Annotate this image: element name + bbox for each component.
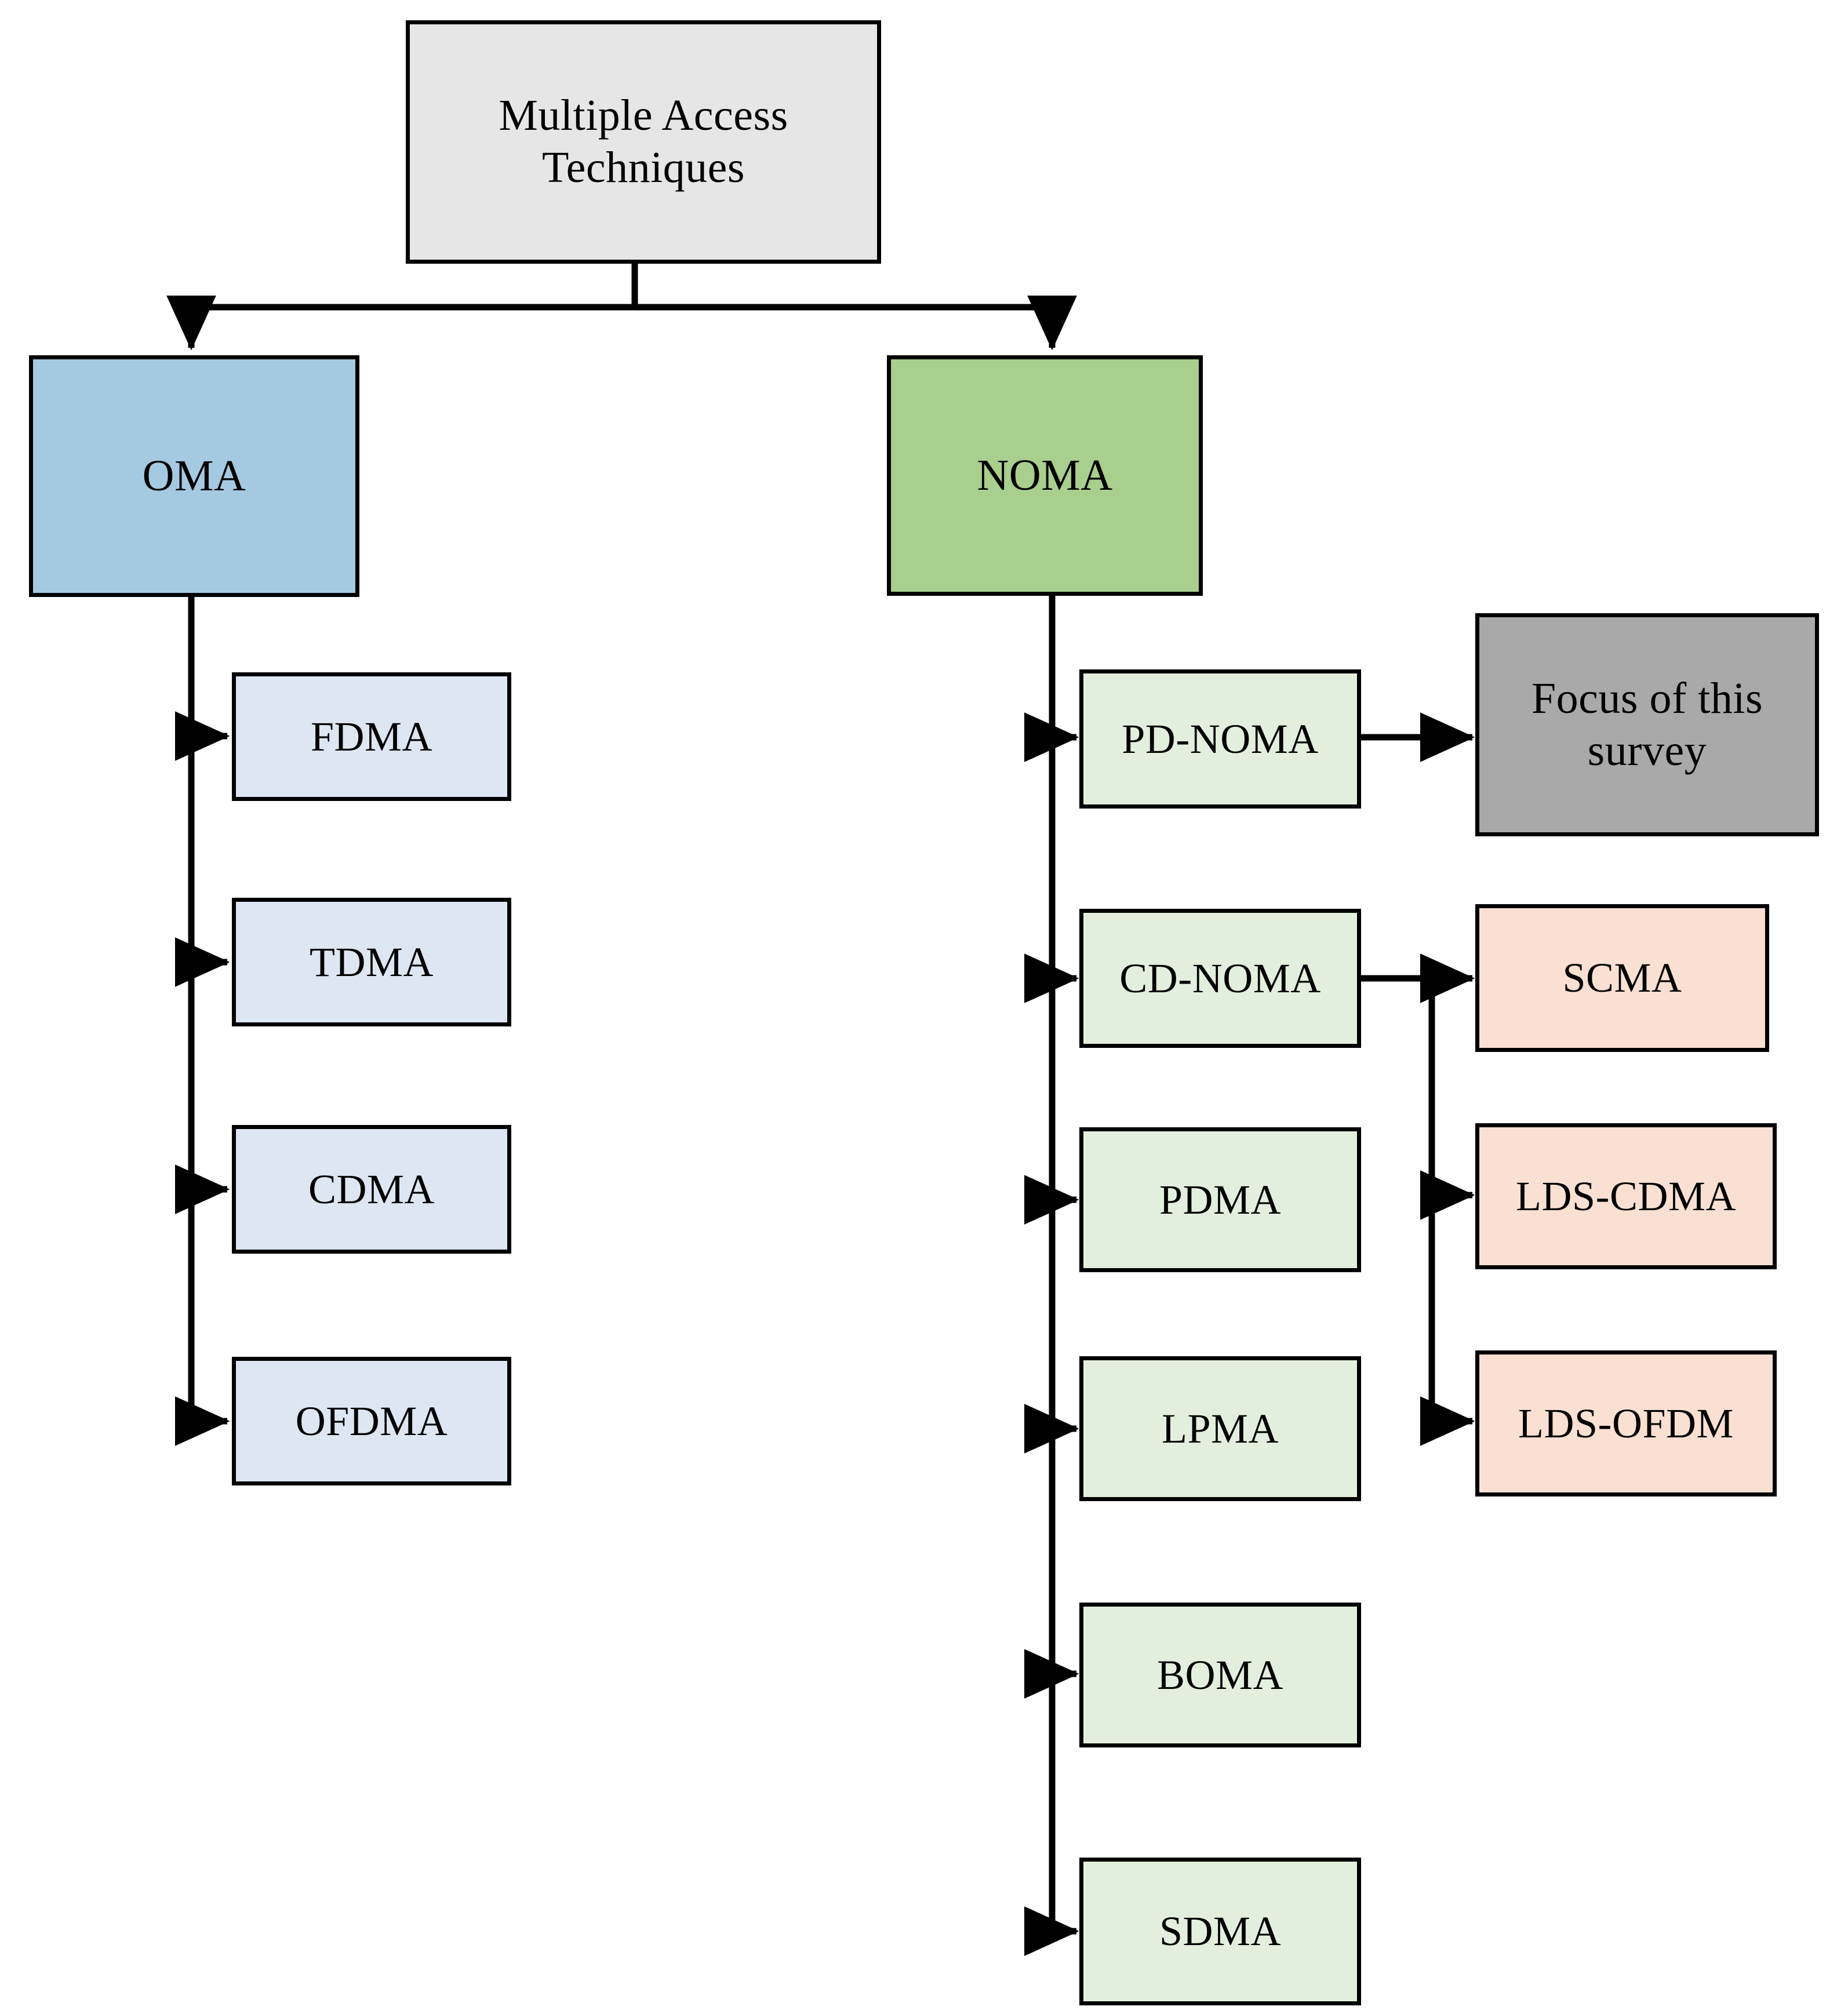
node-pd-noma[interactable]: PD-NOMA [1079,669,1361,809]
node-label: FDMA [310,713,433,760]
node-pdma[interactable]: PDMA [1079,1127,1361,1272]
node-label: LPMA [1161,1405,1279,1452]
node-label: BOMA [1156,1651,1284,1698]
node-oma[interactable]: OMA [29,355,359,597]
node-noma[interactable]: NOMA [887,355,1203,596]
node-lpma[interactable]: LPMA [1079,1356,1361,1501]
node-label: SDMA [1159,1908,1282,1955]
node-label: Multiple Access Techniques [499,91,788,192]
node-label: Focus of this survey [1531,673,1763,775]
node-sdma[interactable]: SDMA [1079,1858,1361,2005]
node-label: OMA [142,451,246,500]
node-label: PDMA [1159,1176,1282,1223]
node-cd-noma[interactable]: CD-NOMA [1079,909,1361,1048]
node-label: NOMA [977,450,1113,500]
node-boma[interactable]: BOMA [1079,1603,1361,1747]
node-fdma[interactable]: FDMA [232,672,511,801]
node-multiple-access-techniques[interactable]: Multiple Access Techniques [406,20,881,264]
node-label: LDS-OFDM [1518,1400,1734,1447]
node-label: CDMA [308,1166,435,1212]
node-label: LDS-CDMA [1515,1172,1737,1219]
node-cdma[interactable]: CDMA [232,1125,511,1254]
node-ofdma[interactable]: OFDMA [232,1357,511,1485]
node-lds-ofdm[interactable]: LDS-OFDM [1475,1350,1777,1496]
node-label: CD-NOMA [1119,955,1321,1002]
node-lds-cdma[interactable]: LDS-CDMA [1475,1123,1777,1269]
node-label: PD-NOMA [1122,715,1319,762]
node-label: OFDMA [295,1397,448,1444]
node-focus-of-this-survey[interactable]: Focus of this survey [1475,613,1819,836]
node-scma[interactable]: SCMA [1475,904,1769,1052]
node-tdma[interactable]: TDMA [232,898,511,1026]
node-label: SCMA [1562,955,1682,1002]
node-label: TDMA [310,938,434,985]
